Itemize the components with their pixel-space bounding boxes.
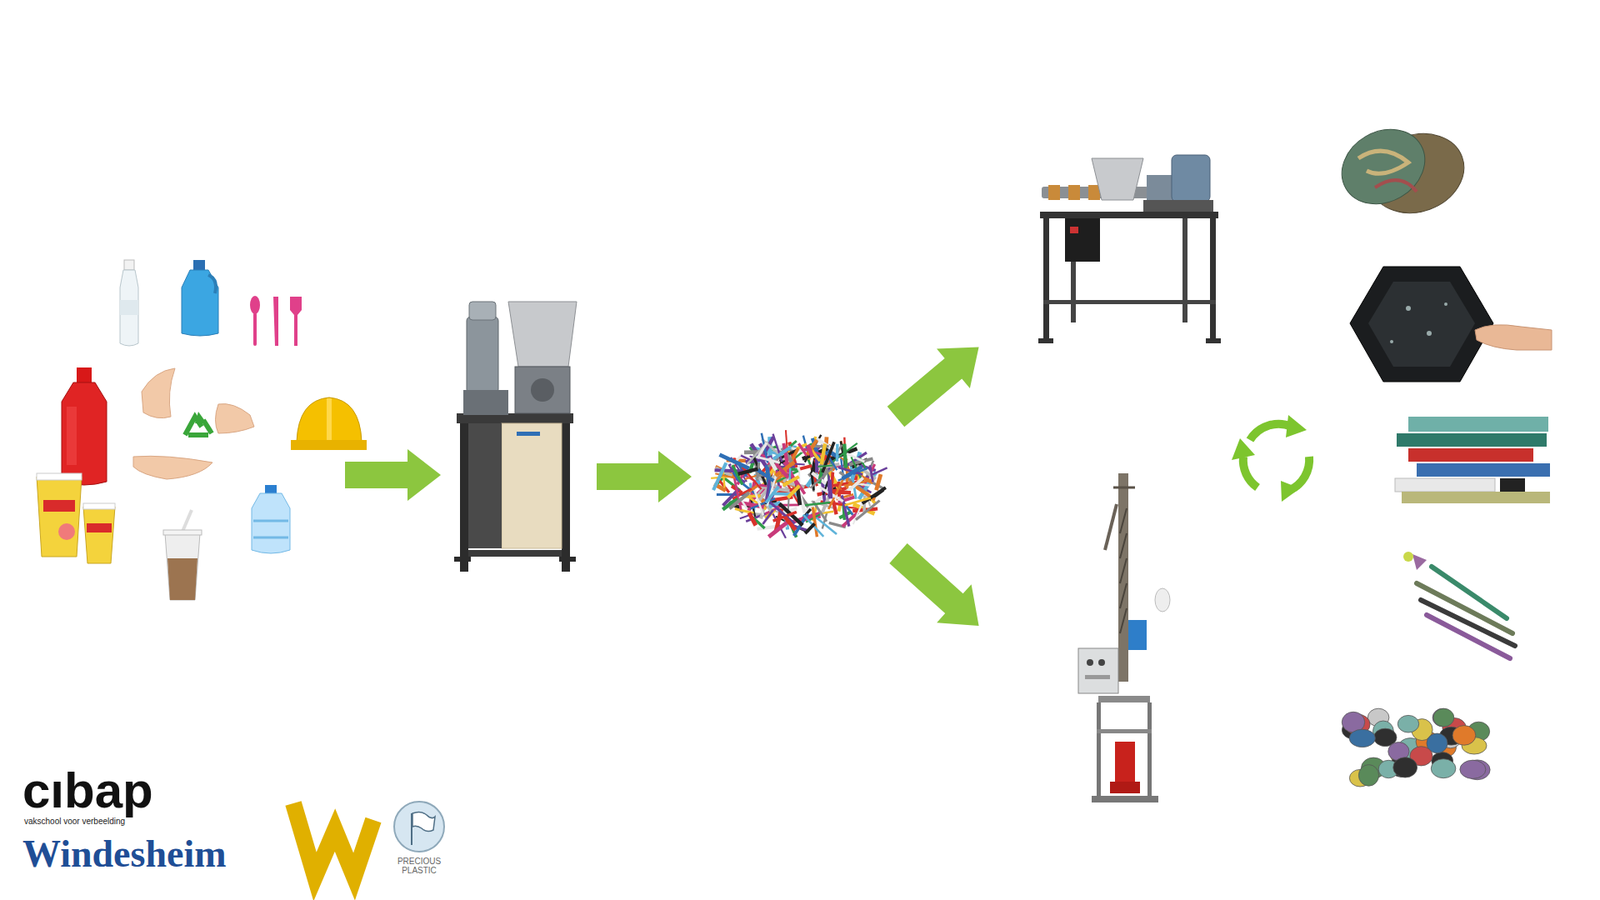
extruder [1038,155,1221,344]
flake [812,506,817,537]
coin [1397,715,1419,733]
plastic-flakes [710,430,887,539]
flake [844,444,846,469]
flake [765,486,779,504]
flake [754,490,764,516]
flake [821,443,825,465]
flake [729,492,750,509]
coins [1341,708,1490,787]
school-tagline: vakschool voor verbeelding [24,816,125,826]
flake [757,442,767,459]
waste-items [36,260,367,600]
flake [828,480,843,510]
coin [1433,708,1455,727]
flake [783,476,800,486]
recycle-symbol [1243,424,1310,490]
shredder [454,301,577,572]
flake [775,463,788,479]
flake [805,523,815,534]
precious-plastic-logo [394,801,445,852]
coin [1452,725,1476,746]
school-logo-text: cıbap [22,762,154,819]
flake [846,453,865,462]
flake [757,470,774,481]
coin [1393,757,1418,778]
school-logo-text: cıbap [22,763,154,819]
flake [807,445,813,457]
flake [755,456,780,463]
flake [746,441,768,465]
flake [713,462,726,490]
coin [1430,759,1456,779]
flake [762,510,773,525]
recycle-arrowheads [1231,415,1307,502]
flake [842,466,863,479]
flake [845,497,871,505]
flake [850,477,864,489]
coin [1460,760,1486,779]
university-logo-text: Windesheim [22,832,227,875]
school-tagline: vakschool voor verbeelding [24,816,125,826]
windesheim-mark [293,803,374,877]
flake [817,465,833,467]
flake [787,485,800,499]
flake [830,480,831,500]
flake [773,446,792,460]
flake [785,516,796,530]
flake [833,500,837,515]
flake [855,500,880,520]
injection-machine [1078,473,1170,803]
flake [875,474,880,490]
products [1328,115,1552,659]
flake [822,496,829,513]
flake [749,512,756,525]
flake [738,469,759,475]
coin [1349,729,1375,747]
flake [800,465,812,470]
precious-plastic-text: PRECIOUS PLASTIC [394,856,445,875]
flow-arrows [345,327,996,645]
flake [805,502,830,505]
coin [1358,765,1379,787]
flake [862,487,886,504]
flake [822,441,835,473]
flake [798,443,807,456]
flake [768,520,790,537]
flake [715,470,744,471]
flake [835,444,840,462]
precious-plastic-text: PRECIOUS PLASTIC [397,856,441,875]
flake [770,502,795,525]
flake [803,515,824,537]
university-logo-text: Windesheim [22,833,227,876]
flake [831,490,852,495]
